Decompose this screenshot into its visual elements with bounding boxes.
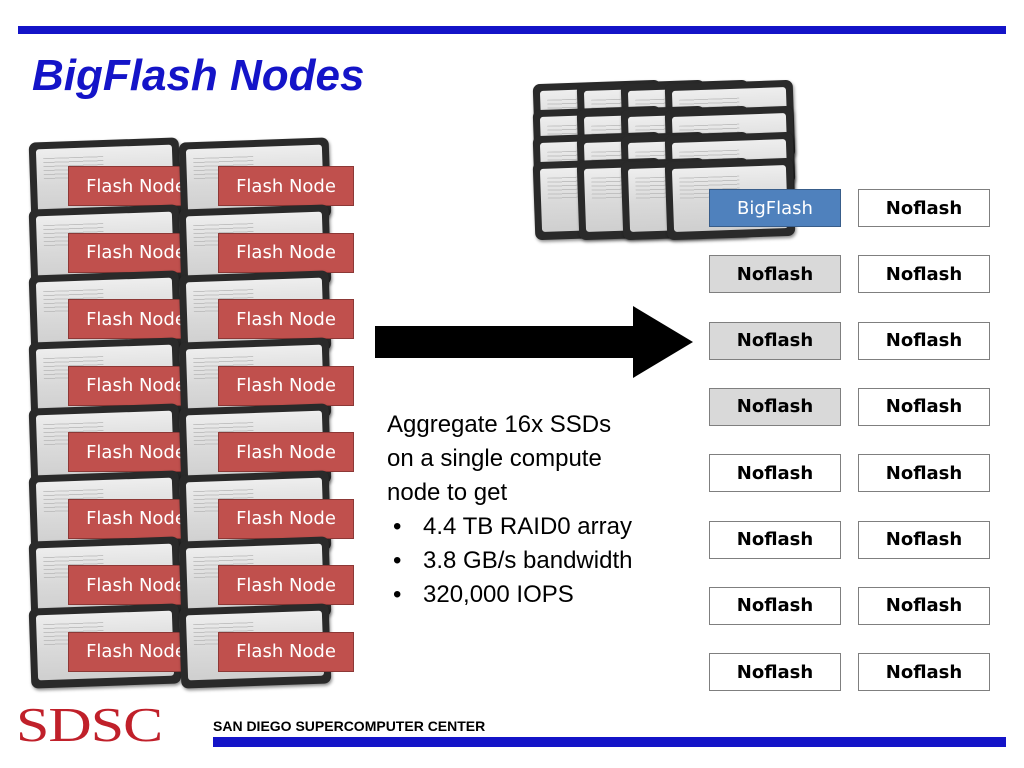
bullet-item: 4.4 TB RAID0 array (387, 510, 697, 544)
noflash-node: Noflash (709, 586, 841, 625)
description-line: Aggregate 16x SSDs (387, 411, 612, 438)
right-arrow-icon (375, 306, 693, 378)
slide-title: BigFlash Nodes (32, 51, 365, 100)
noflash-node: Noflash (858, 653, 990, 692)
description-line: on a single compute (387, 445, 602, 472)
flash-node-label: Flash Node (68, 498, 204, 539)
sdsc-logo: SDSC (16, 697, 163, 752)
noflash-node: Noflash (709, 520, 841, 559)
bigflash-node: BigFlash (709, 189, 841, 227)
organization-name: SAN DIEGO SUPERCOMPUTER CENTER (213, 718, 486, 734)
bullet-item: 320,000 IOPS (387, 578, 697, 612)
noflash-node: Noflash (858, 255, 990, 294)
flash-node-label: Flash Node (218, 365, 354, 406)
noflash-node: Noflash (709, 321, 841, 360)
flash-node-label: Flash Node (218, 166, 354, 206)
noflash-node: Noflash (858, 189, 990, 227)
flash-node-label: Flash Node (218, 498, 354, 539)
flash-node-label: Flash Node (218, 432, 354, 472)
description-line: node to get (387, 479, 508, 506)
flash-node-label: Flash Node (218, 631, 354, 672)
noflash-node: Noflash (709, 653, 841, 692)
noflash-node: Noflash (858, 387, 990, 426)
noflash-node: Noflash (709, 454, 841, 493)
top-rule (18, 26, 1006, 34)
description: Aggregate 16x SSDs on a single compute n… (387, 408, 697, 612)
flash-node-label: Flash Node (218, 232, 354, 273)
noflash-node: Noflash (858, 454, 990, 493)
bottom-rule (213, 737, 1006, 747)
noflash-node: Noflash (709, 387, 841, 426)
noflash-node: Noflash (858, 586, 990, 625)
bullet-list: 4.4 TB RAID0 array 3.8 GB/s bandwidth 32… (387, 510, 697, 612)
flash-node-label: Flash Node (218, 565, 354, 605)
noflash-node: Noflash (709, 255, 841, 294)
noflash-node: Noflash (858, 321, 990, 360)
bullet-item: 3.8 GB/s bandwidth (387, 544, 697, 578)
noflash-node: Noflash (858, 520, 990, 559)
flash-node-label: Flash Node (218, 299, 354, 339)
